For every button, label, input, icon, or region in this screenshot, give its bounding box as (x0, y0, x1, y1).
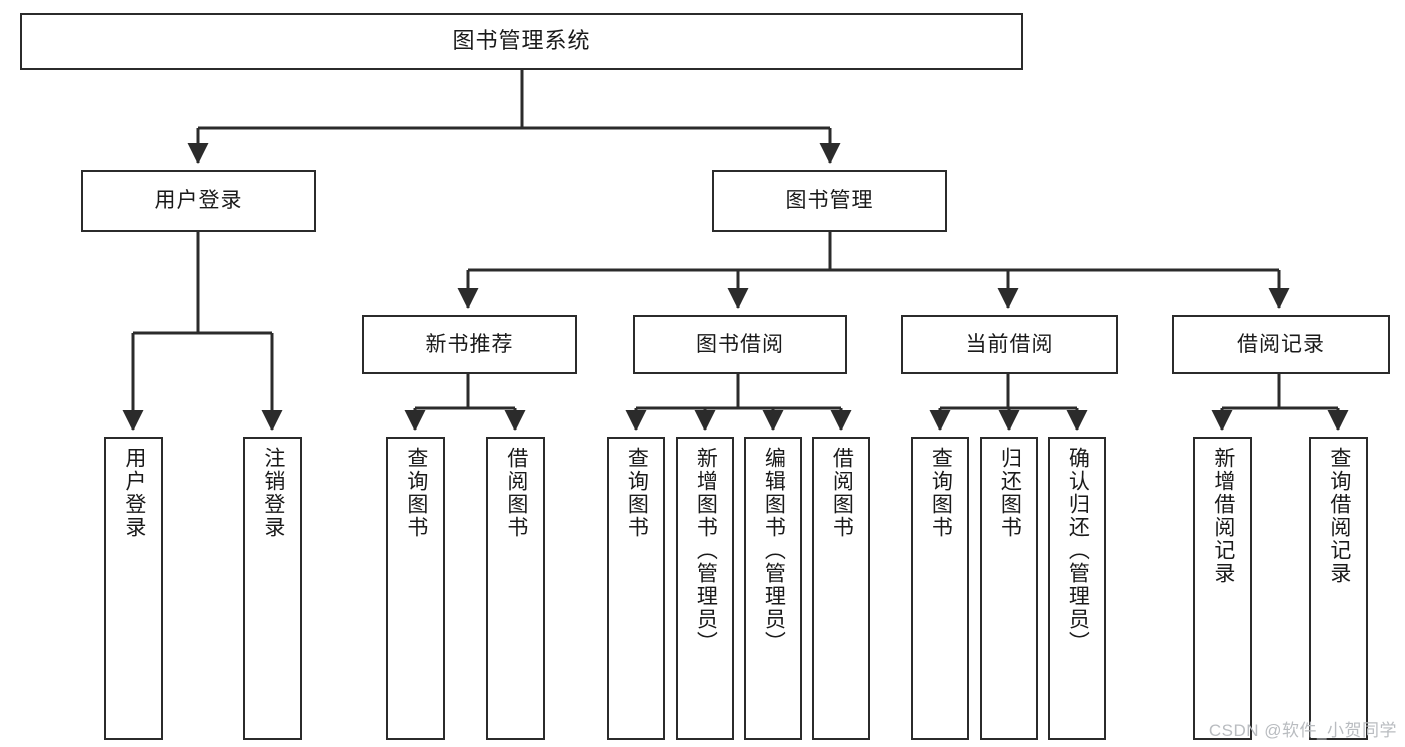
node-user-login[interactable]: 用户登录 (81, 170, 316, 232)
node-label: 查询图书 (929, 447, 953, 539)
node-book-borrow[interactable]: 图书借阅 (633, 315, 847, 374)
leaf-book-borrow-edit[interactable]: 编辑图书（管理员） (744, 437, 802, 740)
leaf-book-borrow-add[interactable]: 新增图书（管理员） (676, 437, 734, 740)
node-label: 查询借阅记录 (1327, 447, 1351, 585)
node-label: 借阅记录 (1237, 332, 1325, 356)
node-label: 查询图书 (625, 447, 649, 539)
leaf-borrow-record-query[interactable]: 查询借阅记录 (1309, 437, 1368, 740)
node-book-management[interactable]: 图书管理 (712, 170, 947, 232)
node-label: 归还图书 (998, 447, 1022, 539)
node-label: 确认归还（管理员） (1066, 447, 1090, 654)
node-label: 新增借阅记录 (1211, 447, 1235, 585)
leaf-new-book-borrow[interactable]: 借阅图书 (486, 437, 545, 740)
leaf-book-borrow-borrow[interactable]: 借阅图书 (812, 437, 870, 740)
node-label: 新书推荐 (425, 332, 514, 356)
node-new-book-recommend[interactable]: 新书推荐 (362, 315, 577, 374)
node-label: 借阅图书 (504, 447, 528, 539)
node-label: 借阅图书 (830, 447, 854, 539)
node-label: 注销登录 (261, 447, 285, 539)
leaf-borrow-record-add[interactable]: 新增借阅记录 (1193, 437, 1252, 740)
node-label: 图书借阅 (696, 332, 784, 356)
node-label: 新增图书（管理员） (694, 447, 718, 654)
node-borrow-record[interactable]: 借阅记录 (1172, 315, 1390, 374)
node-label: 查询图书 (404, 447, 428, 539)
leaf-current-borrow-confirm[interactable]: 确认归还（管理员） (1048, 437, 1106, 740)
node-current-borrow[interactable]: 当前借阅 (901, 315, 1118, 374)
leaf-current-borrow-query[interactable]: 查询图书 (911, 437, 969, 740)
node-label: 图书管理 (785, 189, 874, 213)
leaf-book-borrow-query[interactable]: 查询图书 (607, 437, 665, 740)
leaf-current-borrow-return[interactable]: 归还图书 (980, 437, 1038, 740)
node-root-system[interactable]: 图书管理系统 (20, 13, 1023, 70)
leaf-user-login-signin[interactable]: 用户登录 (104, 437, 163, 740)
node-label: 当前借阅 (965, 332, 1054, 356)
node-label: 用户登录 (122, 447, 146, 539)
node-label: 编辑图书（管理员） (762, 447, 786, 654)
leaf-new-book-query[interactable]: 查询图书 (386, 437, 445, 740)
leaf-user-login-signout[interactable]: 注销登录 (243, 437, 302, 740)
node-label: 图书管理系统 (452, 28, 591, 54)
node-label: 用户登录 (154, 189, 243, 213)
